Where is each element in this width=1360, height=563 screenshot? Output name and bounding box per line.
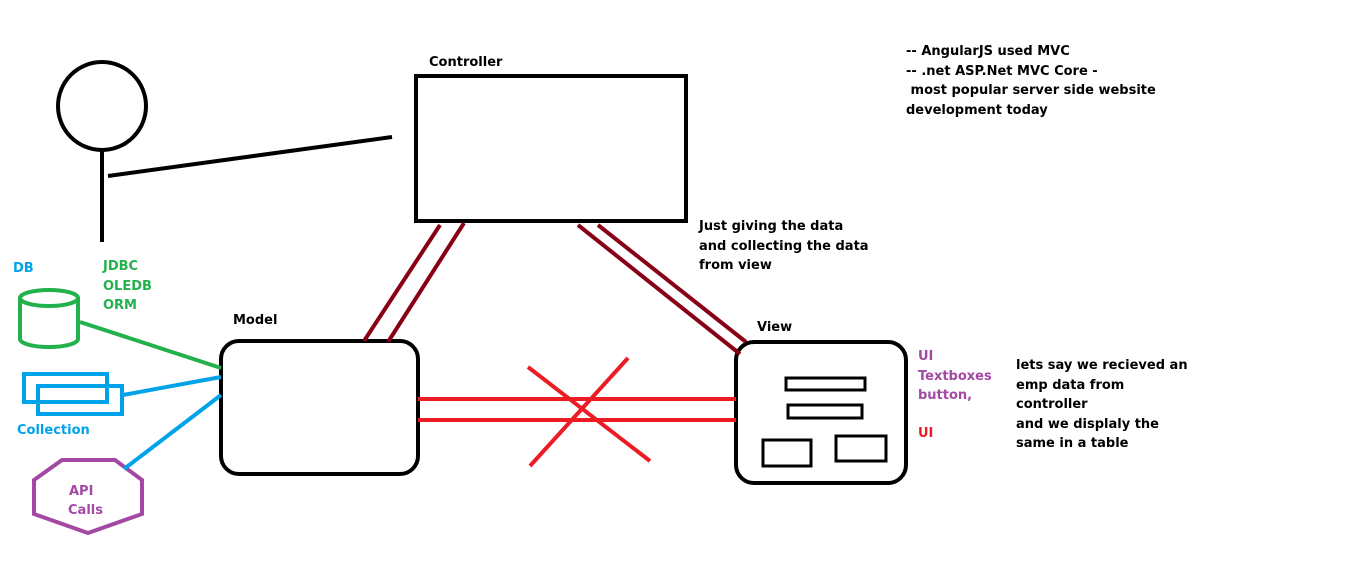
collection-label: Collection xyxy=(17,423,90,438)
db-label: DB xyxy=(13,261,34,276)
collection-to-model-line xyxy=(122,375,222,397)
controller-model-link-b xyxy=(386,221,466,344)
model-label: Model xyxy=(233,313,278,328)
ui-label: UI xyxy=(918,426,934,441)
view-button-1 xyxy=(761,438,813,468)
controller-view-link-a xyxy=(576,223,742,356)
view-role-note: lets say we recieved an emp data from co… xyxy=(1016,358,1188,451)
api-label-2: Calls xyxy=(68,503,103,518)
view-label: View xyxy=(757,320,793,335)
blocked-cross-stroke-2 xyxy=(528,356,630,468)
controller-model-link-a xyxy=(362,223,442,343)
mvc-notes: -- AngularJS used MVC -- .net ASP.Net MV… xyxy=(906,44,1156,118)
collection-icon xyxy=(22,372,124,416)
controller-role-note: Just giving the data and collecting the … xyxy=(699,219,869,273)
model-box xyxy=(219,339,420,476)
db-icon xyxy=(18,288,80,349)
db-to-model-line xyxy=(79,320,222,370)
user-to-controller-line xyxy=(107,135,393,178)
api-calls-icon xyxy=(32,458,144,536)
view-box xyxy=(734,340,908,485)
controller-box xyxy=(414,74,688,223)
view-textbox-2 xyxy=(786,403,864,420)
blocked-cross-stroke-1 xyxy=(526,365,652,463)
api-to-model-line xyxy=(122,393,223,471)
controller-view-link-b xyxy=(596,223,748,344)
user-head xyxy=(56,60,148,152)
view-button-2 xyxy=(834,434,888,463)
api-label: API xyxy=(69,484,94,499)
ui-components-label: UI Textboxes button, xyxy=(918,349,992,403)
view-textbox-1 xyxy=(784,376,867,392)
jdbc-label: JDBC OLEDB ORM xyxy=(103,259,152,313)
controller-label: Controller xyxy=(429,55,503,70)
